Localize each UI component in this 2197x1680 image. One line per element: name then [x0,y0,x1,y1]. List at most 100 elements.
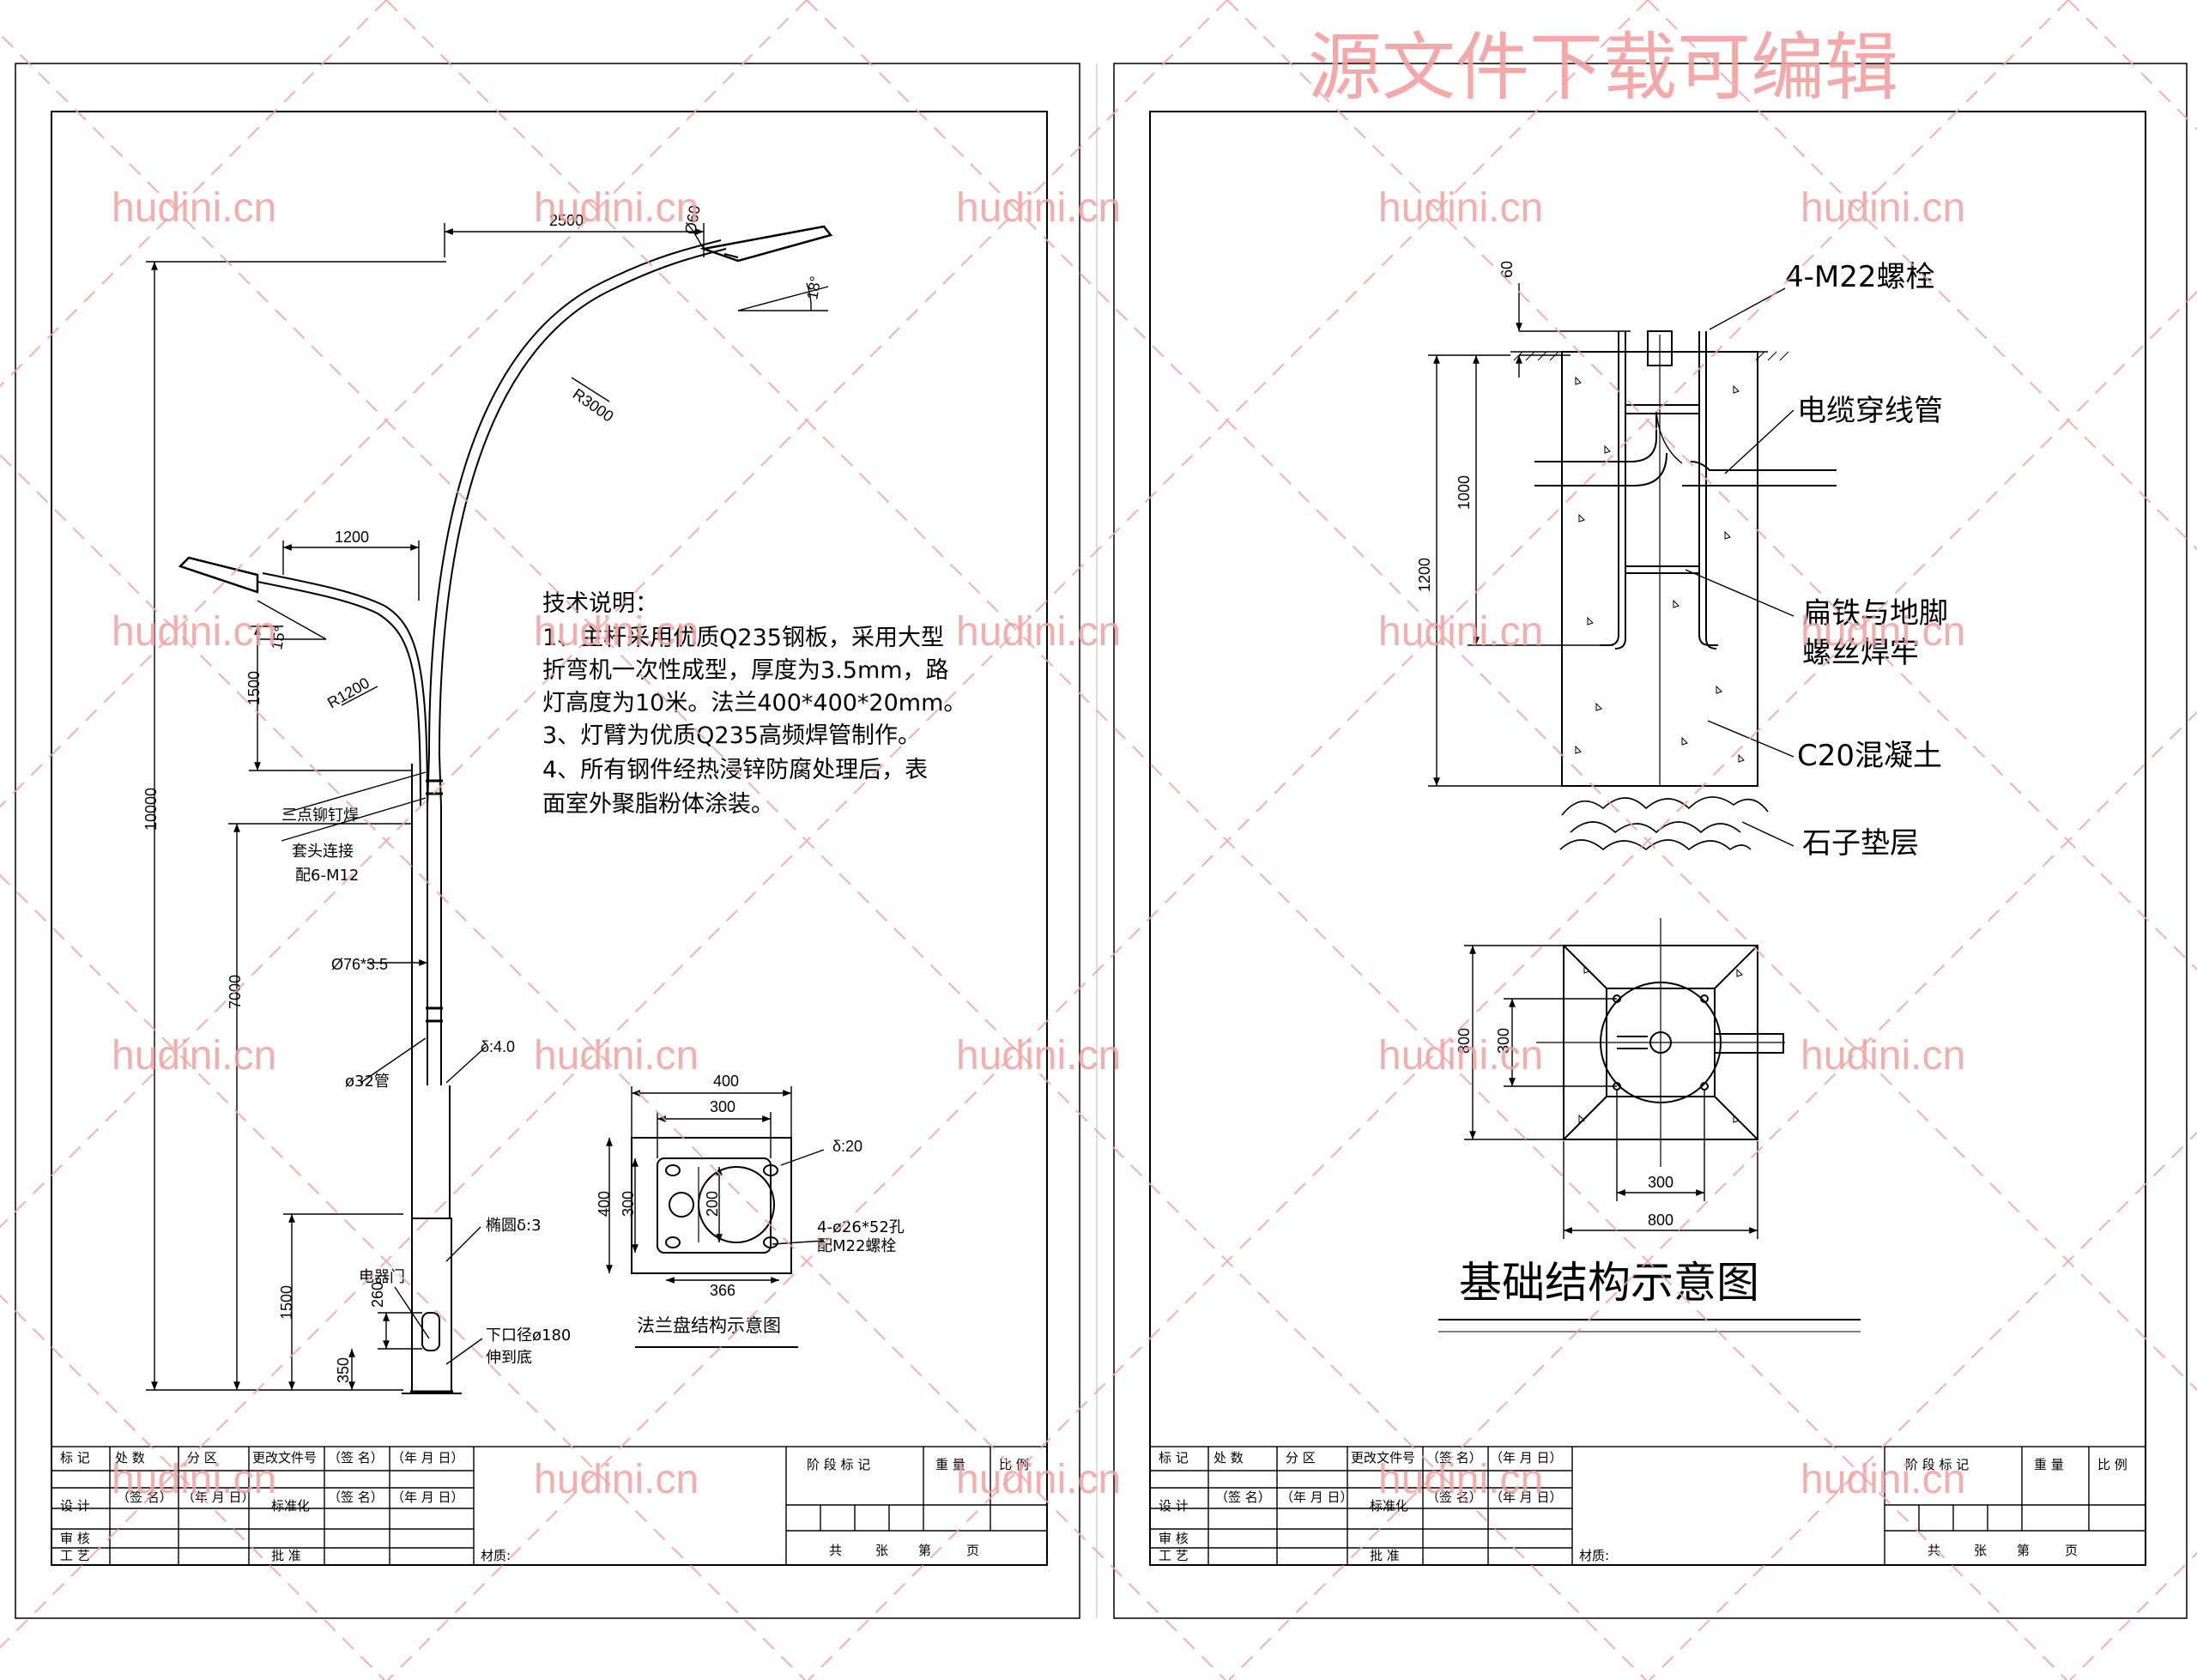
label-weld-2: 螺丝焊牢 [1802,636,1919,670]
label-bottom-note: 伸到底 [486,1349,532,1367]
foundation-plan-dimensions [1464,945,1758,1239]
tb-l-number: 第 [918,1543,931,1558]
dim-arm-lower-len: 1200 [335,529,369,546]
notes-line-1: 1、主杆采用优质Q235钢板，采用大型 [542,625,944,651]
tb-l-total: 共 [829,1543,842,1558]
foundation-section-dim-labels: 60 1000 1200 [1416,261,1516,592]
dim-b300: 300 [1648,1174,1673,1191]
watermark-site-text: hudini.cn [1378,609,1543,655]
tb-l-sign3: （签 名） [328,1490,384,1505]
tb-r-mark: 标 记 [1159,1450,1189,1465]
flange-labels: 400 300 400 300 200 366 δ:20 4-ø26*52孔 配… [596,1073,905,1336]
flange-thickness: δ:20 [832,1138,862,1155]
flange-dim-h400: 400 [596,1191,613,1217]
tb-r-date: （年 月 日） [1490,1450,1563,1465]
watermark-site-text: hudini.cn [534,1033,699,1079]
foundation-section-dimensions [1428,283,1795,847]
pole-callouts: 三点铆钉焊 套头连接 配6-M12 Ø76*3.5 ø32管 δ:4.0 椭圆δ… [281,807,571,1367]
flange-dim-w300: 300 [710,1098,735,1115]
dim-total-height: 10000 [142,788,160,831]
tb-l-date3: （年 月 日） [391,1490,464,1505]
watermark-site-text: hudini.cn [956,1033,1121,1079]
tb-r-page: 页 [2065,1543,2078,1558]
dim-arm-upper-len: 2500 [549,212,584,229]
notes-line-6: 面室外聚脂粉体涂装。 [542,791,774,818]
tb-r-zone: 分 区 [1286,1450,1316,1465]
label-anchor-bolts: 4-M22螺栓 [1785,260,1935,294]
flange-dimensions [606,1086,825,1348]
tb-r-date3: （年 月 日） [1490,1490,1563,1505]
flange-caption: 法兰盘结构示意图 [637,1315,781,1336]
dim-d60: 60 [1498,261,1516,278]
foundation-plan-dim-labels: 800 300 300 800 [1456,1028,1673,1229]
flange-bolts: 配M22螺栓 [817,1237,896,1255]
tb-r-process: 工 艺 [1159,1548,1189,1563]
label-bottom-dia: 下口径ø180 [486,1326,571,1345]
tb-r-date2: （年 月 日） [1280,1490,1353,1505]
dim-arm-upper-tilt: 18° [803,275,824,300]
watermark-site-text: hudini.cn [112,609,276,655]
foundation-labels: 4-M22螺栓 电缆穿线管 扁铁与地脚 螺丝焊牢 C20混凝土 石子垫层 [1785,260,1948,861]
flange-holes: 4-ø26*52孔 [817,1218,905,1236]
dim-arm-lower-radius: R1200 [324,674,372,712]
tb-r-scale: 比 例 [2097,1457,2127,1472]
tb-l-mark: 标 记 [60,1450,90,1465]
tb-r-approve: 批 准 [1370,1548,1400,1563]
label-pipe-small: ø32管 [345,1073,390,1091]
tb-l-process: 工 艺 [60,1548,90,1563]
watermark-site-text: hudini.cn [534,1457,699,1502]
tb-l-sign2: （签 名） [117,1490,172,1505]
label-socket: 套头连接 [292,843,354,861]
flange-dim-w366: 366 [710,1282,735,1299]
watermark-texts: hudini.cn hudini.cn hudini.cn hudini.cn hudi… [112,185,1965,1502]
tb-r-material: 材质: [1579,1548,1609,1563]
watermark-site-text: hudini.cn [112,1457,276,1502]
dim-d1000: 1000 [1456,475,1473,510]
tb-r-standard: 标准化 [1370,1498,1408,1514]
tb-l-zone: 分 区 [187,1450,217,1465]
label-pipe-main: Ø76*3.5 [331,956,388,973]
label-door: 电器门 [359,1268,405,1286]
tb-r-sign2: （签 名） [1215,1490,1271,1505]
flange-dim-w400: 400 [713,1073,739,1090]
watermark-site-text: hudini.cn [534,185,699,231]
watermark-site-text: hudini.cn [112,185,276,231]
tb-r-count: 处 数 [1213,1450,1244,1465]
tb-l-review: 审 核 [60,1531,90,1546]
dim-arm-lower-height: 1500 [245,671,263,705]
tb-r-review: 审 核 [1159,1531,1189,1546]
title-block-right: 标 记 处 数 分 区 更改文件号 （签 名） （年 月 日） 设 计 （签 名… [1149,1446,2146,1566]
watermark-site-text: hudini.cn [956,609,1121,655]
flange-dim-h300: 300 [620,1191,637,1217]
watermark-site-text: hudini.cn [1801,609,1965,655]
notes-title: 技术说明： [542,590,658,617]
label-concrete: C20混凝土 [1797,739,1942,773]
watermark-site-text: hudini.cn [1378,185,1543,231]
watermark-site-text: hudini.cn [956,185,1121,231]
pole-dimensions [146,223,829,1391]
watermark-banner: 源文件下载可编辑 [1308,25,1898,111]
tb-l-design: 设 计 [60,1498,90,1514]
tb-r-sign: （签 名） [1426,1450,1482,1465]
label-gravel: 石子垫层 [1802,826,1919,861]
label-weld-1: 扁铁与地脚 [1802,596,1948,631]
tb-r-total: 共 [1928,1543,1940,1558]
dim-p300: 300 [1495,1028,1512,1054]
watermark-site-text: hudini.cn [112,1033,276,1079]
label-oval: 椭圆δ:3 [486,1217,542,1235]
tb-r-number: 第 [2017,1543,2030,1558]
watermark-site-text: hudini.cn [1801,1033,1965,1079]
watermark-site-text: hudini.cn [1378,1033,1543,1079]
dim-arm-lower-tilt: 15° [268,625,288,650]
dim-door-height: 260 [369,1282,386,1308]
dim-p800: 800 [1456,1028,1473,1054]
tb-l-material: 材质: [481,1548,511,1563]
label-conduit: 电缆穿线管 [1797,394,1943,428]
tb-l-approve: 批 准 [271,1548,301,1563]
dim-door-offset: 350 [335,1357,352,1383]
tb-l-date2: （年 月 日） [182,1490,255,1505]
title-block-left: 标 记 处 数 分 区 更改文件号 （签 名） （年 月 日） 设 计 （签 名… [51,1446,1048,1566]
notes-line-4: 3、灯臂为优质Q235高频焊管制作。 [542,722,921,749]
